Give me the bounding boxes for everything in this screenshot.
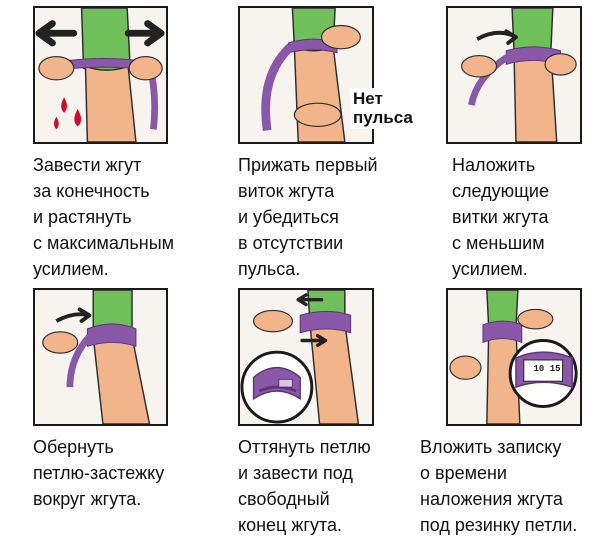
- note-paper: 10 15: [528, 364, 566, 375]
- step-3-caption-line: витки жгута: [452, 207, 549, 227]
- step-5-caption-line: Оттянуть петлю: [238, 437, 371, 457]
- step-1-caption-line: усилием.: [33, 259, 109, 279]
- step-1-caption-line: Завести жгут: [33, 155, 142, 175]
- next-turns-drawing: [448, 8, 580, 142]
- step-2-caption: Прижать первый виток жгута и убедиться в…: [238, 152, 378, 282]
- step-3-caption-line: Наложить: [452, 155, 536, 175]
- step-6-caption-line: о времени: [420, 463, 507, 483]
- step-6-caption-line: наложения жгута: [420, 489, 563, 509]
- step-4-caption-line: Обернуть: [33, 437, 114, 457]
- step-4-caption-line: вокруг жгута.: [33, 489, 142, 509]
- step-2-caption-line: и убедиться: [238, 207, 339, 227]
- no-pulse-label-line-2: пульса: [353, 108, 413, 127]
- note-minute: 15: [549, 364, 561, 374]
- insert-note-drawing: [448, 290, 580, 424]
- step-3-caption-line: с меньшим: [452, 233, 545, 253]
- step-1-caption-line: за конечность: [33, 181, 150, 201]
- step-2-caption-line: Прижать первый: [238, 155, 378, 175]
- step-5-caption-line: конец жгута.: [238, 515, 343, 535]
- step-1-caption: Завести жгут за конечность и растянуть с…: [33, 152, 174, 282]
- step-3-illustration: [446, 6, 582, 144]
- step-1-caption-line: с максимальным: [33, 233, 175, 253]
- step-6-caption-line: Вложить записку: [420, 437, 562, 457]
- note-hour: 10: [533, 364, 545, 374]
- step-3-caption-line: усилием.: [452, 259, 528, 279]
- step-1-caption-line: и растянуть: [33, 207, 132, 227]
- step-3-caption: Наложить следующие витки жгута с меньшим…: [452, 152, 549, 282]
- step-6-illustration: 10 15: [446, 288, 582, 426]
- wrap-loop-drawing: [35, 290, 166, 424]
- step-4-illustration: [33, 288, 168, 426]
- step-5-illustration: [238, 288, 374, 426]
- step-2-caption-line: пульса.: [238, 259, 301, 279]
- step-5-caption-line: и завести под: [238, 463, 353, 483]
- step-6-caption: Вложить записку о времени наложения жгут…: [420, 434, 577, 538]
- no-pulse-label: Нет пульса: [350, 88, 416, 129]
- no-pulse-label-line-1: Нет: [353, 89, 383, 108]
- step-2-caption-line: в отсутствии: [238, 233, 344, 253]
- step-4-caption-line: петлю-застежку: [33, 463, 165, 483]
- step-1-illustration: [33, 6, 168, 144]
- pull-loop-drawing: [240, 290, 372, 424]
- step-3-caption-line: следующие: [452, 181, 549, 201]
- step-5-caption: Оттянуть петлю и завести под свободный к…: [238, 434, 371, 538]
- stretch-tourniquet-drawing: [35, 8, 166, 142]
- step-2-caption-line: виток жгута: [238, 181, 335, 201]
- step-5-caption-line: свободный: [238, 489, 330, 509]
- step-4-caption: Обернуть петлю-застежку вокруг жгута.: [33, 434, 164, 512]
- step-6-caption-line: под резинку петли.: [420, 515, 578, 535]
